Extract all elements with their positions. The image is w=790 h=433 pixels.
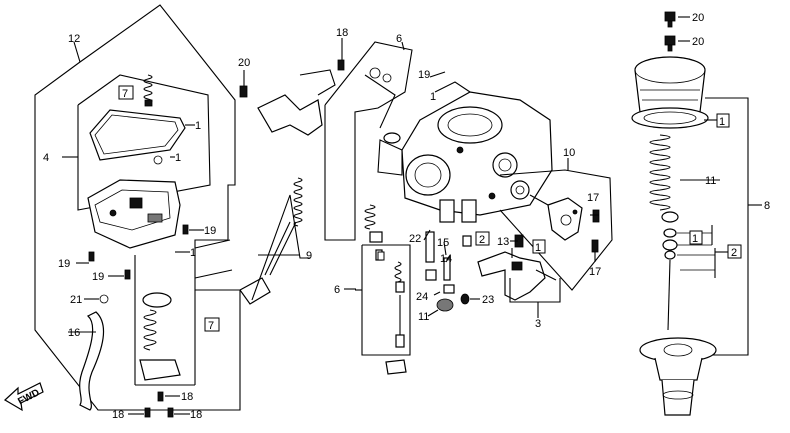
callout-16: 16 [68, 327, 80, 339]
callout-11-bottom: 11 [418, 311, 429, 323]
callout-20-b: 20 [692, 36, 704, 48]
pump-rod-spring [239, 177, 310, 305]
callout-8: 8 [764, 200, 770, 212]
group-12-outline [34, 4, 241, 411]
callout-17-b: 17 [589, 266, 601, 278]
callout-18-b: 18 [112, 409, 124, 421]
callout-18-c: 18 [190, 409, 202, 421]
accelerator-pump-cover [477, 248, 561, 318]
screws-17 [590, 209, 600, 262]
callout-15: 15 [437, 237, 449, 249]
group-8-outline [690, 97, 762, 356]
callout-19-a: 19 [204, 225, 216, 237]
screws-19-left [76, 224, 233, 280]
callout-19-top: 19 [418, 69, 430, 81]
callout-12: 12 [68, 33, 80, 45]
ref-box-1-jet [377, 251, 385, 261]
screws-18-bottom [128, 391, 190, 418]
jet-needle-holder: 1 2 [661, 211, 742, 331]
callout-1-top: 1 [430, 91, 436, 103]
callout-18-a: 18 [181, 391, 193, 403]
callout-10: 10 [563, 147, 575, 159]
callout-1-float: 1 [190, 247, 196, 259]
callout-11-right: 11 [705, 175, 716, 187]
label-1-box-mid: 1 [535, 242, 541, 254]
callout-17-a: 17 [587, 192, 599, 204]
float-chamber-body [87, 179, 181, 249]
callout-6-bottom: 6 [334, 284, 340, 296]
vacuum-chamber-cover [631, 56, 709, 129]
jet-needle-parts [425, 231, 524, 312]
label-2-box-mid: 2 [479, 234, 485, 246]
callouts: 12 4 1 1 19 1 19 19 21 16 18 18 18 20 18… [43, 12, 770, 421]
ref-box-7-bottom: 7 [204, 317, 220, 332]
carburetor-body [364, 67, 553, 223]
callout-3: 3 [535, 318, 541, 330]
drain-hose [68, 311, 105, 411]
ref-box-2-mid: 2 [475, 231, 490, 246]
group-6-lower-box [355, 204, 411, 375]
ref-box-1-right: 1 [704, 113, 730, 128]
vacuum-piston [639, 337, 717, 416]
label-7-bottom: 7 [208, 320, 214, 332]
forward-direction-arrow: FWD [3, 382, 44, 412]
label-7-top: 7 [122, 88, 128, 100]
callout-1-gasket: 1 [195, 120, 201, 132]
label-1-box-right: 1 [719, 116, 725, 128]
callout-1-ring: 1 [175, 152, 181, 164]
callout-20-a: 20 [692, 12, 704, 24]
callout-14: 14 [440, 253, 452, 265]
callout-9: 9 [306, 250, 312, 262]
callout-13: 13 [497, 236, 509, 248]
float-chamber-gasket-group [62, 74, 211, 211]
group-6-outline [324, 41, 413, 241]
callout-23: 23 [482, 294, 494, 306]
leader-lines [170, 71, 720, 317]
top-screws-20 [664, 11, 690, 52]
fwd-label: FWD [16, 387, 41, 407]
callout-19-c: 19 [92, 271, 104, 283]
label-2-box-needle: 2 [731, 247, 737, 259]
callout-18-top: 18 [336, 27, 348, 39]
callout-24: 24 [416, 291, 428, 303]
callout-19-b: 19 [58, 258, 70, 270]
callout-22: 22 [409, 233, 421, 245]
group-10-outline [499, 158, 613, 291]
accelerator-pump-assembly [134, 255, 196, 386]
callout-20-left: 20 [238, 57, 250, 69]
ref-box-1-mid: 1 [532, 239, 546, 254]
callout-21: 21 [70, 294, 82, 306]
float-spring [143, 74, 153, 107]
label-1-box-needle: 1 [692, 233, 698, 245]
callout-4: 4 [43, 152, 49, 164]
throttle-link-assembly [239, 38, 345, 136]
clip-21 [84, 294, 109, 304]
ref-box-7-top: 7 [118, 85, 134, 100]
vacuum-spring-11 [649, 134, 700, 211]
callout-6-top: 6 [396, 33, 402, 45]
